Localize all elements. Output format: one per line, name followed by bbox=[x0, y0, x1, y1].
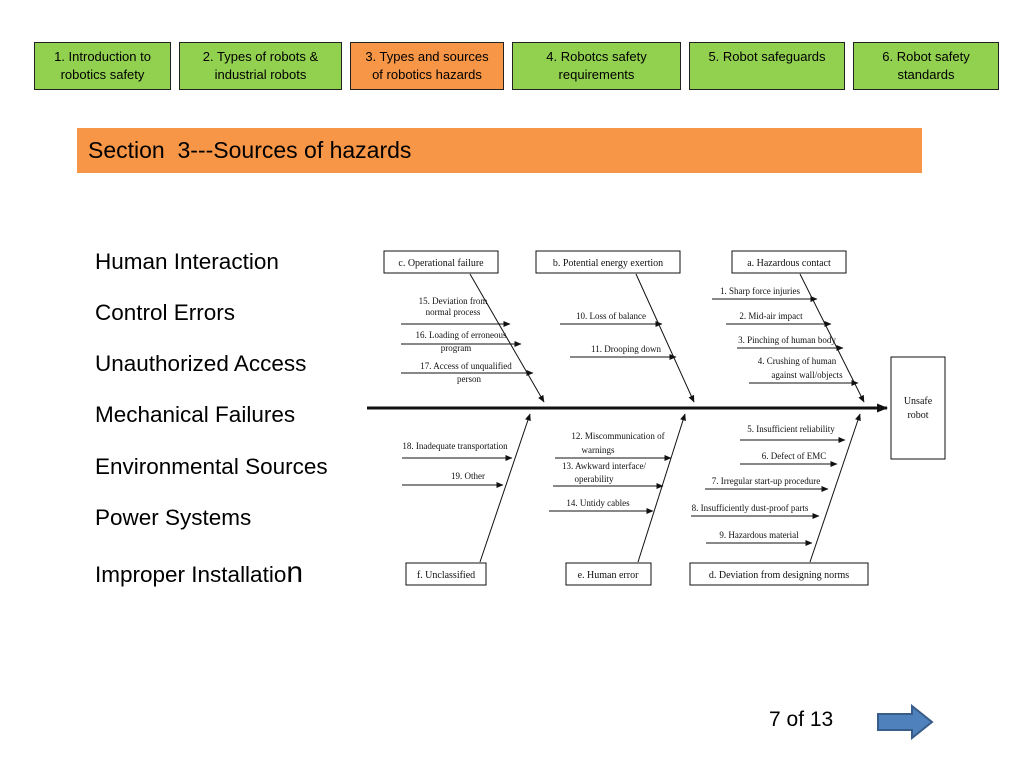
source-control-errors: Control Errors bbox=[95, 300, 236, 325]
category-label-f: f. Unclassified bbox=[417, 570, 475, 581]
cause-12-line2: warnings bbox=[582, 445, 615, 455]
cause-12-line1: 12. Miscommunication of bbox=[571, 431, 664, 441]
cause-7-label: 7. Irregular start-up procedure bbox=[712, 476, 820, 486]
next-arrow-icon[interactable] bbox=[876, 704, 934, 740]
cause-3-label: 3. Pinching of human body bbox=[738, 335, 836, 345]
cause-19-label: 19. Other bbox=[451, 471, 485, 481]
source-human-interaction: Human Interaction bbox=[95, 249, 279, 274]
category-label-d: d. Deviation from designing norms bbox=[709, 570, 849, 581]
source-improper-installation: Improper Installation bbox=[95, 556, 304, 589]
cause-5-label: 5. Insufficient reliability bbox=[747, 424, 835, 434]
category-box-a bbox=[731, 250, 847, 274]
cause-16-line1: 16. Loading of erroneous bbox=[416, 330, 507, 340]
tab-label: 2. Types of robots &industrial robots bbox=[202, 49, 319, 82]
category-label-b: b. Potential energy exertion bbox=[553, 258, 663, 269]
category-box-c bbox=[383, 250, 499, 274]
cause-13-line2: operability bbox=[575, 474, 614, 484]
fishbone-diagram: Unsafe robot c. Operational failure b. P… bbox=[367, 250, 946, 586]
section-title-bar: Section 3---Sources of hazards bbox=[77, 128, 922, 173]
cause-4-line2: against wall/objects bbox=[771, 370, 843, 380]
source-power-systems: Power Systems bbox=[95, 505, 252, 530]
page-indicator: 7 of 13 bbox=[769, 708, 834, 731]
source-unauthorized-access: Unauthorized Access bbox=[95, 351, 307, 376]
cause-2-label: 2. Mid-air impact bbox=[739, 311, 803, 321]
cause-1-label: 1. Sharp force injuries bbox=[720, 286, 800, 296]
source-environmental-sources: Environmental Sources bbox=[95, 454, 328, 479]
category-box-d bbox=[689, 562, 869, 586]
cause-15-line1: 15. Deviation from bbox=[419, 296, 488, 306]
cause-4-line1: 4. Crushing of human bbox=[758, 356, 837, 366]
section-title: Section 3---Sources of hazards bbox=[88, 137, 412, 163]
category-box-b bbox=[535, 250, 681, 274]
category-box-f bbox=[405, 562, 487, 586]
effect-box bbox=[890, 356, 946, 460]
category-box-e bbox=[565, 562, 652, 586]
cause-10-label: 10. Loss of balance bbox=[576, 311, 646, 321]
cause-17-line1: 17. Access of unqualified bbox=[420, 361, 512, 371]
effect-label-line2: robot bbox=[907, 410, 928, 421]
cause-13-line1: 13. Awkward interface/ bbox=[562, 461, 646, 471]
tab-label: 5. Robot safeguards bbox=[708, 49, 826, 64]
effect-label-line1: Unsafe bbox=[904, 396, 933, 407]
bone-f bbox=[479, 413, 531, 563]
cause-14-label: 14. Untidy cables bbox=[566, 498, 630, 508]
cause-8-label: 8. Insufficiently dust-proof parts bbox=[692, 503, 809, 513]
cause-16-line2: program bbox=[441, 343, 472, 353]
cause-6-label: 6. Defect of EMC bbox=[762, 451, 826, 461]
category-label-c: c. Operational failure bbox=[398, 258, 484, 269]
cause-17-line2: person bbox=[457, 374, 481, 384]
cause-15-line2: normal process bbox=[426, 307, 481, 317]
tab-robot-safeguards[interactable]: 5. Robot safeguards bbox=[689, 42, 845, 90]
cause-11-label: 11. Drooping down bbox=[591, 344, 661, 354]
category-label-e: e. Human error bbox=[578, 570, 639, 581]
cause-9-label: 9. Hazardous material bbox=[719, 530, 799, 540]
bone-d bbox=[809, 413, 861, 563]
bone-c bbox=[469, 273, 545, 403]
source-mechanical-failures: Mechanical Failures bbox=[95, 402, 296, 427]
tab-types-of-robots[interactable]: 2. Types of robots &industrial robots bbox=[179, 42, 342, 90]
category-label-a: a. Hazardous contact bbox=[747, 258, 831, 269]
cause-18-label: 18. Inadequate transportation bbox=[402, 441, 508, 451]
bone-b bbox=[635, 273, 695, 403]
